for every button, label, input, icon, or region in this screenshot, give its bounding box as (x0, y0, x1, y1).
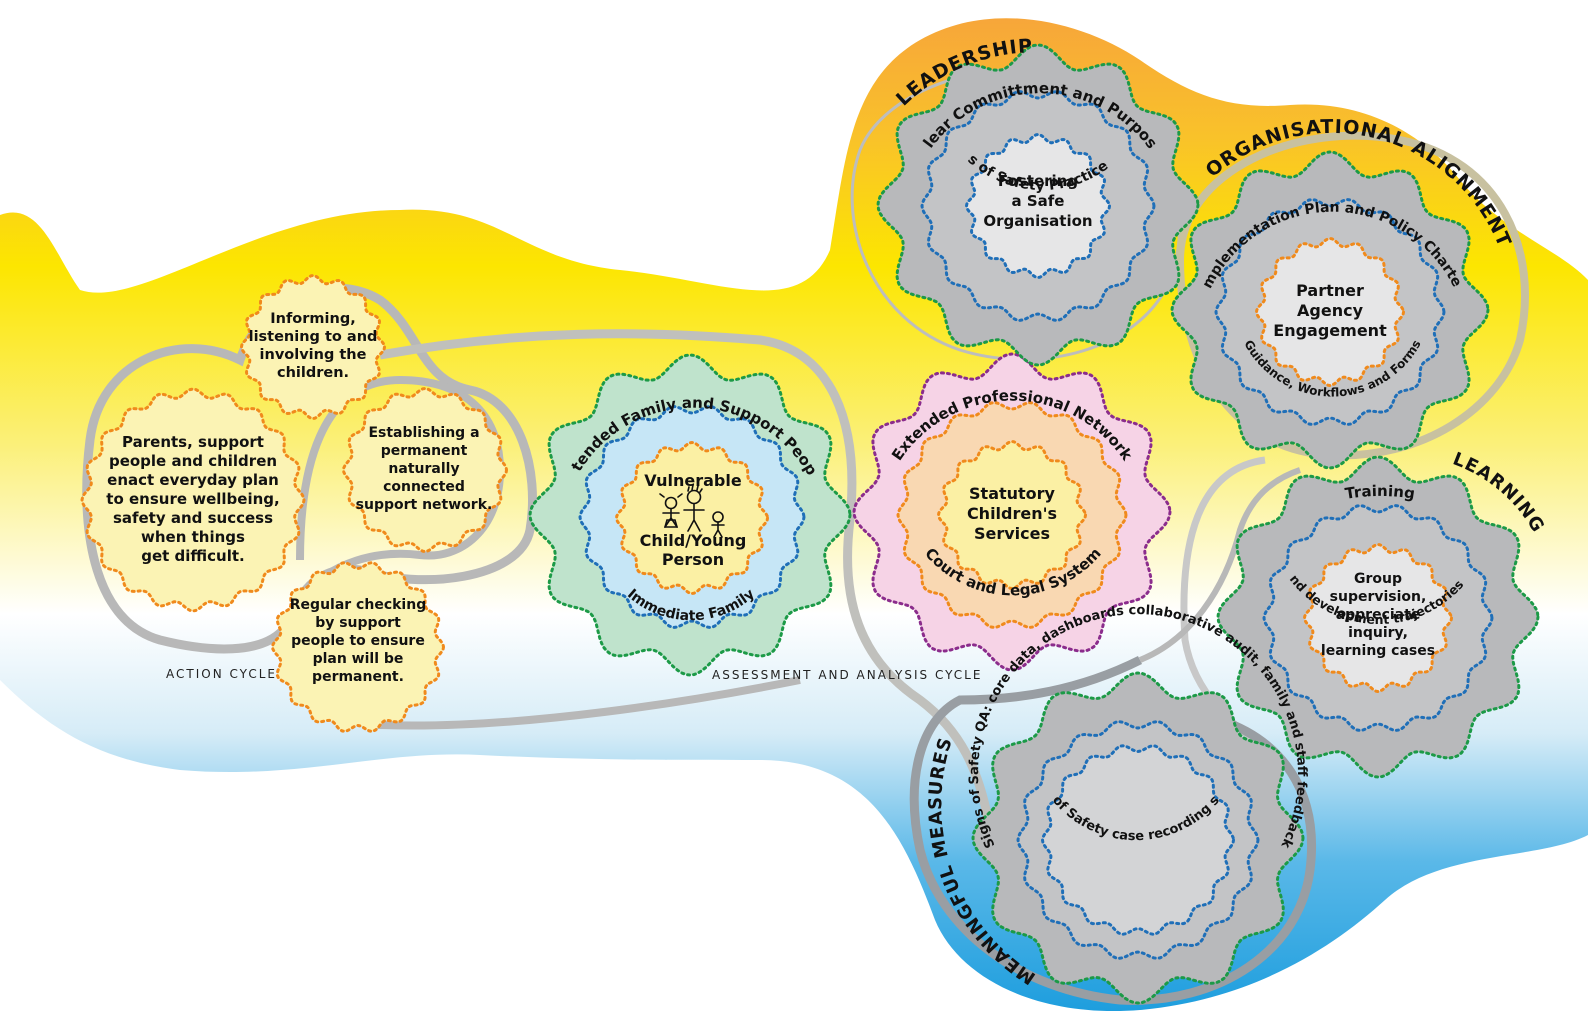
blob-network-line-2: permanent (381, 443, 468, 459)
leadership-center-line-3: Organisation (983, 212, 1092, 230)
leadership-center-line-2: a Safe (1012, 192, 1065, 210)
learning-center-line-3: appreciate (1336, 607, 1421, 623)
alignment-inner-ring (1254, 236, 1406, 388)
blob-network: Establishing a permanent naturally conne… (356, 425, 493, 513)
learning-center-line-5: learning cases (1321, 643, 1435, 659)
blob-checking-line-2: by support (315, 615, 401, 631)
measures-inner-ring (1040, 744, 1236, 936)
professional-center-line-1: Statutory (969, 484, 1056, 503)
blob-checking-line-3: people to ensure (291, 633, 425, 649)
professional-inner-ring (936, 439, 1088, 591)
blob-network-line-4: connected (383, 479, 465, 495)
stick-figure-family-icon (659, 484, 725, 538)
alignment-center-line-3: Engagement (1273, 321, 1387, 340)
action-cycle-label: ACTION CYCLE (166, 667, 277, 681)
blob-network-shape (341, 386, 509, 554)
blob-informing-line-4: children. (277, 365, 349, 381)
learning-center-line-2: supervision, (1330, 589, 1427, 605)
blob-parents-line-4: to ensure wellbeing, (106, 490, 279, 508)
blob-parents-line-5: safety and success (113, 509, 273, 527)
blob-checking-line-5: permanent. (312, 669, 404, 685)
blob-parents-line-3: enact everyday plan (107, 471, 279, 489)
family-inner-ring (614, 440, 770, 596)
measures-circle-outline (909, 655, 1316, 1005)
blob-checking: Regular checking by support people to en… (290, 597, 426, 685)
assessment-cycle-label: ASSESSMENT AND ANALYSIS CYCLE (712, 668, 982, 682)
flower-layer (80, 43, 1540, 1005)
blob-informing-line-2: listening to and (249, 329, 378, 345)
blob-parents-line-2: people and children (109, 452, 277, 470)
measures-link-line (1138, 467, 1301, 663)
professional-center-line-3: Services (974, 524, 1050, 543)
blob-parents-line-7: get difficult. (141, 547, 245, 565)
learning-outer-label: Training (1344, 482, 1416, 503)
family-center-line-2: Person (662, 550, 724, 569)
blob-checking-line-1: Regular checking (290, 597, 426, 613)
blob-network-line-3: naturally (388, 461, 459, 477)
professional-center-line-2: Children's (967, 504, 1057, 523)
family-center-top: Vulnerable (644, 471, 742, 490)
blob-parents-shape (80, 387, 306, 613)
blob-network-line-5: support network. (356, 497, 493, 513)
blob-informing-line-1: Informing, (270, 311, 355, 327)
blob-parents-line-6: when things (141, 528, 245, 546)
blob-checking-shape (270, 561, 446, 733)
learning-center-line-1: Group (1354, 571, 1402, 587)
blob-informing-shape (239, 273, 387, 421)
alignment-center-line-2: Agency (1297, 301, 1364, 320)
action-cycle-inner-loop (288, 375, 801, 730)
leadership-center-line-1: Fostering (998, 172, 1078, 190)
learning-inner-ring (1302, 542, 1454, 694)
family-center-line-1: Child/Young (640, 531, 747, 550)
leadership-inner-ring (964, 132, 1112, 280)
blob-parents-line-1: Parents, support (122, 433, 264, 451)
alignment-center-line-1: Partner (1296, 281, 1364, 300)
svg-text:Training: Training (1344, 482, 1416, 503)
blob-parents: Parents, support people and children ena… (106, 433, 279, 565)
blob-checking-line-4: plan will be (313, 651, 404, 667)
learning-center-line-4: inquiry, (1348, 625, 1408, 641)
blob-network-line-1: Establishing a (368, 425, 479, 441)
blob-informing-line-3: involving the (260, 347, 367, 363)
blob-informing: Informing, listening to and involving th… (249, 311, 378, 381)
